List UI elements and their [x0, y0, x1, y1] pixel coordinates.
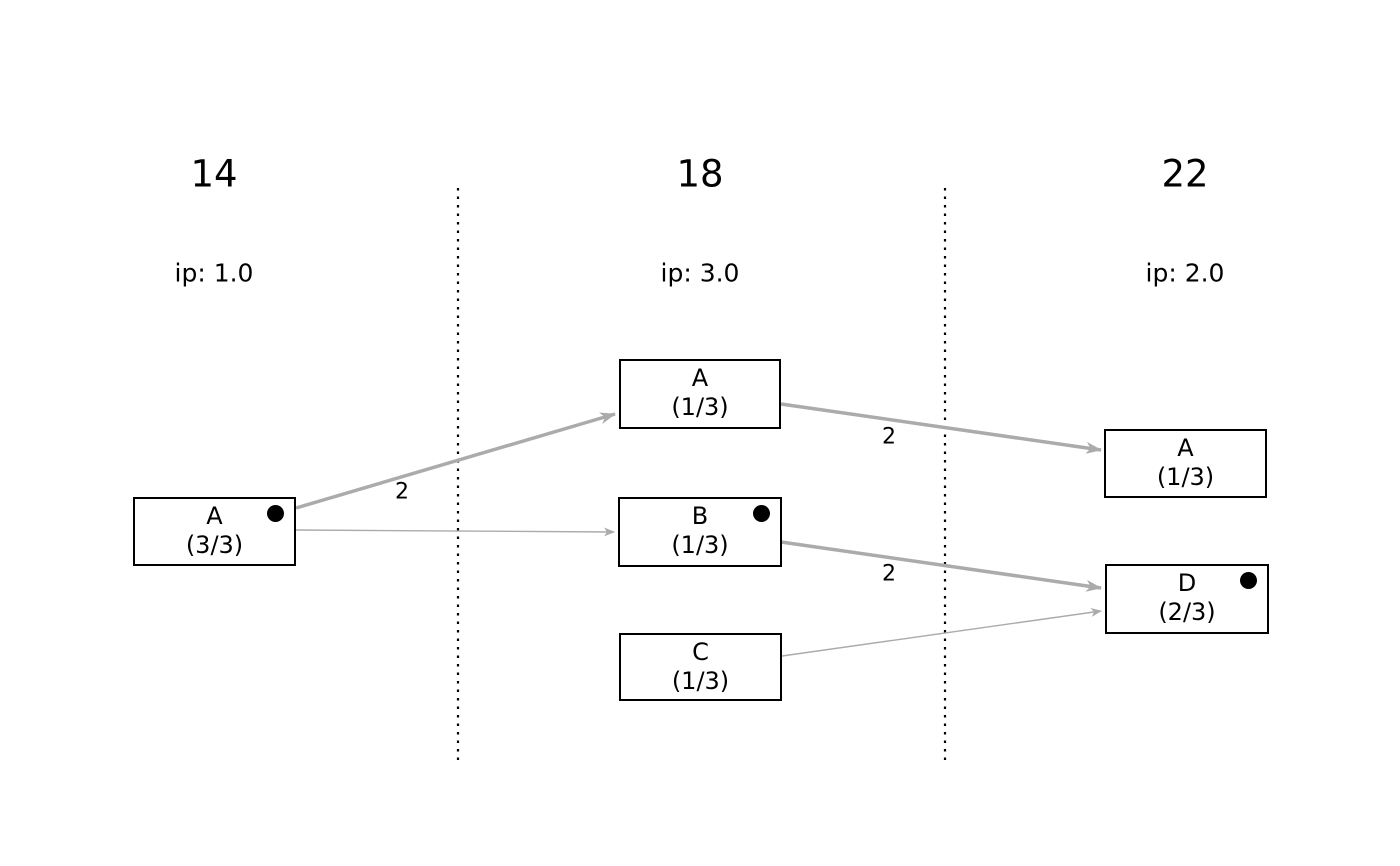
node-name: B	[691, 502, 709, 530]
node-name: A	[206, 502, 223, 530]
node-box-C18: C(1/3)	[619, 633, 782, 701]
edge-weight-label: 2	[882, 424, 896, 450]
column-ip-label: ip: 3.0	[660, 258, 740, 288]
edge-A14-to-A18	[295, 412, 616, 510]
node-fraction: (1/3)	[671, 393, 729, 421]
node-name: D	[1177, 569, 1197, 597]
node-box-A14: A(3/3)	[133, 497, 296, 566]
node-name: A	[691, 364, 709, 392]
node-fraction: (3/3)	[185, 531, 244, 559]
node-box-A18: A(1/3)	[619, 359, 781, 429]
edge-B18-to-D22	[780, 540, 1102, 592]
node-box-B18: B(1/3)	[618, 497, 782, 567]
column-header: 22	[1161, 152, 1209, 196]
edge-A18-to-A22	[780, 402, 1102, 454]
column-ip-label: ip: 1.0	[174, 258, 254, 288]
column-header: 18	[676, 152, 724, 196]
node-fraction: (1/3)	[671, 531, 729, 559]
column-header: 14	[190, 152, 238, 196]
column-ip-label: ip: 2.0	[1145, 258, 1225, 288]
node-marker-dot-icon	[753, 505, 770, 522]
edge-A14-to-B18	[295, 527, 615, 537]
edge-weight-label: 2	[882, 561, 896, 587]
node-box-A22: A(1/3)	[1104, 429, 1267, 498]
edge-weight-label: 2	[395, 479, 409, 505]
node-fraction: (1/3)	[671, 667, 730, 695]
node-marker-dot-icon	[267, 505, 284, 522]
node-fraction: (1/3)	[1156, 463, 1215, 491]
node-box-D22: D(2/3)	[1105, 564, 1269, 634]
node-marker-dot-icon	[1240, 572, 1257, 589]
node-fraction: (2/3)	[1158, 598, 1216, 626]
node-name: C	[692, 638, 709, 666]
node-name: A	[1177, 434, 1194, 462]
edge-C18-to-D22	[781, 607, 1102, 657]
